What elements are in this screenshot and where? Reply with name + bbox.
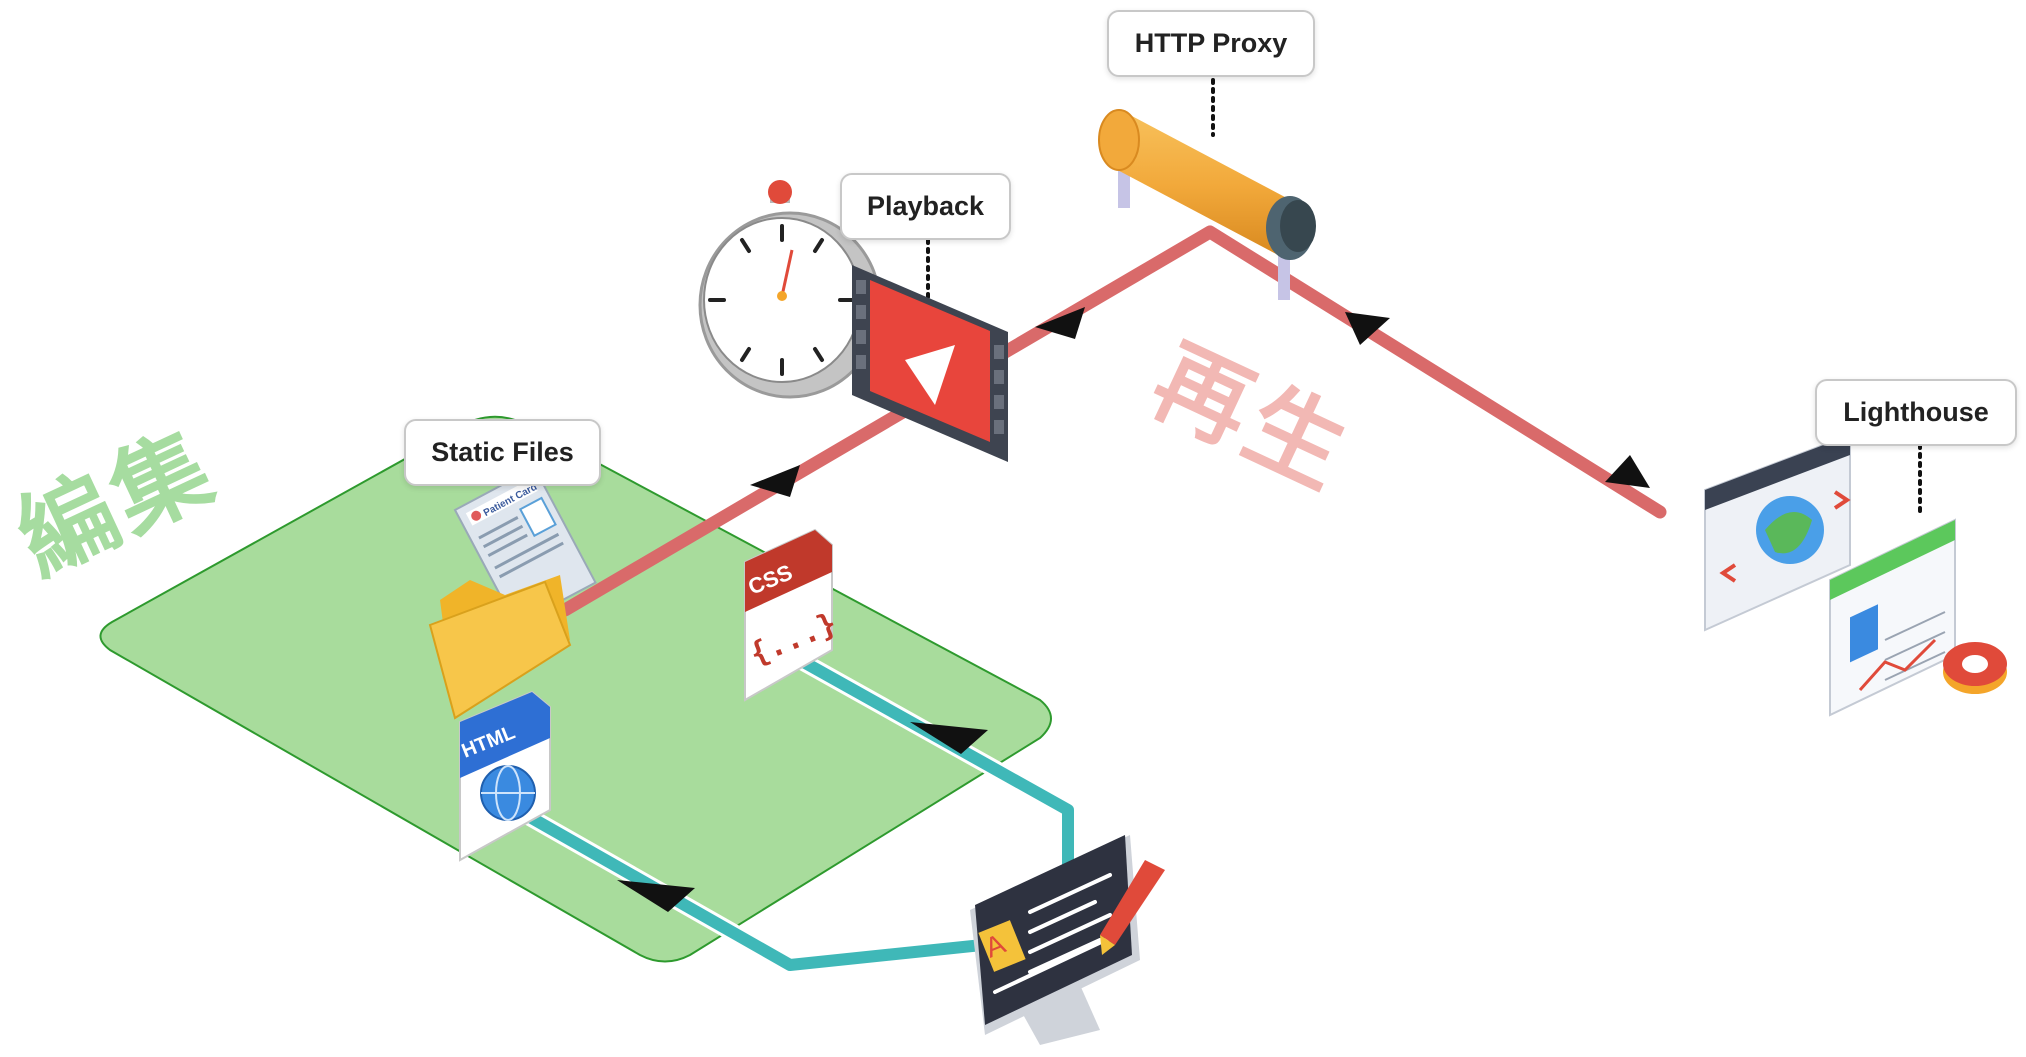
css-file-icon: CSS {...} — [744, 528, 842, 702]
arrow-head — [617, 880, 695, 912]
browser-report-icon — [1704, 433, 2007, 717]
arrow-head — [1345, 312, 1390, 345]
pipe-icon — [1098, 109, 1316, 300]
film-icon — [852, 265, 1008, 462]
playback-callout: Playback — [840, 173, 1011, 240]
arrow-head — [910, 722, 988, 754]
flow-arrows — [617, 307, 1650, 912]
lighthouse-callout: Lighthouse — [1815, 379, 2017, 446]
static-files-callout: Static Files — [404, 419, 601, 486]
stopwatch-icon — [698, 180, 882, 399]
edit-area — [99, 415, 1052, 963]
folder-icon — [428, 575, 572, 720]
arrow-head — [750, 465, 800, 497]
code-editor-icon: A — [970, 835, 1165, 1045]
arrow-head — [1605, 455, 1650, 488]
arrow-head — [1035, 307, 1085, 339]
html-file-icon: HTML — [459, 690, 551, 862]
http-proxy-callout: HTTP Proxy — [1107, 10, 1315, 77]
